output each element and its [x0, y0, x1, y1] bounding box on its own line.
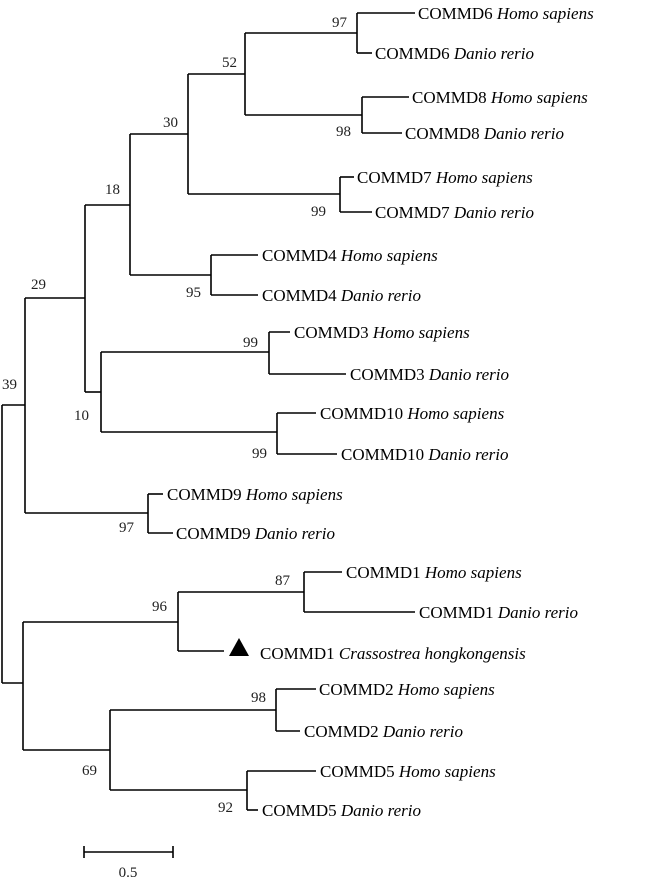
leaf-label: COMMD8 Danio rerio: [405, 124, 564, 143]
bootstrap-value: 92: [218, 800, 233, 816]
gene-name: COMMD5: [320, 762, 399, 781]
species-name: Danio rerio: [340, 801, 421, 820]
species-name: Homo sapiens: [397, 680, 495, 699]
gene-name: COMMD1: [260, 644, 339, 663]
bootstrap-value: 98: [336, 124, 351, 140]
scale-bar: 0.5: [83, 846, 174, 881]
leaf-label: COMMD4 Homo sapiens: [262, 246, 438, 265]
gene-name: COMMD5: [262, 801, 341, 820]
gene-name: COMMD8: [405, 124, 484, 143]
species-name: Homo sapiens: [340, 246, 438, 265]
leaf-label: COMMD8 Homo sapiens: [412, 88, 588, 107]
species-name: Homo sapiens: [424, 563, 522, 582]
species-name: Danio rerio: [382, 722, 463, 741]
gene-name: COMMD4: [262, 246, 341, 265]
bootstrap-value: 29: [31, 277, 46, 293]
leaf-label: COMMD5 Homo sapiens: [320, 762, 496, 781]
bootstrap-value: 52: [222, 55, 237, 71]
leaf-label: COMMD1 Crassostrea hongkongensis: [260, 644, 526, 663]
bootstrap-value: 99: [311, 204, 326, 220]
leaf-label: COMMD9 Homo sapiens: [167, 485, 343, 504]
leaf-label: COMMD3 Danio rerio: [350, 365, 509, 384]
bootstrap-value: 39: [2, 377, 17, 393]
gene-name: COMMD1: [346, 563, 425, 582]
gene-name: COMMD7: [357, 168, 436, 187]
gene-name: COMMD6: [418, 4, 497, 23]
leaf-label: COMMD6 Homo sapiens: [418, 4, 594, 23]
bootstrap-value: 97: [119, 520, 135, 536]
leaf-label: COMMD6 Danio rerio: [375, 44, 534, 63]
species-name: Homo sapiens: [406, 404, 504, 423]
gene-name: COMMD10: [320, 404, 407, 423]
species-name: Homo sapiens: [398, 762, 496, 781]
gene-name: COMMD3: [350, 365, 429, 384]
bootstrap-value: 10: [74, 408, 89, 424]
gene-name: COMMD1: [419, 603, 498, 622]
species-name: Crassostrea hongkongensis: [339, 644, 526, 663]
leaf-label: COMMD1 Danio rerio: [419, 603, 578, 622]
bootstrap-value: 97: [332, 15, 348, 31]
bootstrap-value: 96: [152, 599, 168, 615]
scale-bar-label: 0.5: [119, 865, 138, 881]
species-name: Homo sapiens: [372, 323, 470, 342]
leaf-label: COMMD3 Homo sapiens: [294, 323, 470, 342]
leaf-label: COMMD2 Homo sapiens: [319, 680, 495, 699]
bootstrap-value: 99: [252, 446, 267, 462]
gene-name: COMMD9: [176, 524, 255, 543]
gene-name: COMMD7: [375, 203, 454, 222]
leaf-label: COMMD7 Danio rerio: [375, 203, 534, 222]
tree-branches: [1, 12, 415, 811]
species-name: Danio rerio: [254, 524, 335, 543]
leaf-label: COMMD10 Danio rerio: [341, 445, 509, 464]
species-name: Danio rerio: [497, 603, 578, 622]
gene-name: COMMD2: [319, 680, 398, 699]
leaf-label: COMMD9 Danio rerio: [176, 524, 335, 543]
bootstrap-value: 87: [275, 573, 291, 589]
species-name: Homo sapiens: [245, 485, 343, 504]
leaf-label: COMMD5 Danio rerio: [262, 801, 421, 820]
bootstrap-value: 69: [82, 763, 97, 779]
leaf-label: COMMD10 Homo sapiens: [320, 404, 505, 423]
leaf-label: COMMD2 Danio rerio: [304, 722, 463, 741]
species-name: Homo sapiens: [496, 4, 594, 23]
bootstrap-value: 98: [251, 690, 266, 706]
gene-name: COMMD3: [294, 323, 373, 342]
gene-name: COMMD10: [341, 445, 428, 464]
gene-name: COMMD9: [167, 485, 246, 504]
gene-name: COMMD6: [375, 44, 454, 63]
species-name: Danio rerio: [483, 124, 564, 143]
gene-name: COMMD2: [304, 722, 383, 741]
leaf-label: COMMD4 Danio rerio: [262, 286, 421, 305]
gene-name: COMMD8: [412, 88, 491, 107]
species-name: Danio rerio: [453, 44, 534, 63]
species-name: Danio rerio: [453, 203, 534, 222]
bootstrap-value: 99: [243, 335, 258, 351]
bootstrap-value: 30: [163, 115, 178, 131]
leaf-label: COMMD1 Homo sapiens: [346, 563, 522, 582]
bootstrap-value: 95: [186, 285, 201, 301]
gene-name: COMMD4: [262, 286, 341, 305]
species-name: Danio rerio: [428, 365, 509, 384]
species-name: Homo sapiens: [435, 168, 533, 187]
leaf-label: COMMD7 Homo sapiens: [357, 168, 533, 187]
bootstrap-value: 18: [105, 182, 120, 198]
triangle-marker-icon: [229, 638, 249, 656]
species-name: Danio rerio: [340, 286, 421, 305]
species-name: Danio rerio: [427, 445, 508, 464]
species-name: Homo sapiens: [490, 88, 588, 107]
bootstrap-labels: 97 52 30 98 18 99 95 29 99 10 99 39 97 8…: [2, 15, 351, 816]
